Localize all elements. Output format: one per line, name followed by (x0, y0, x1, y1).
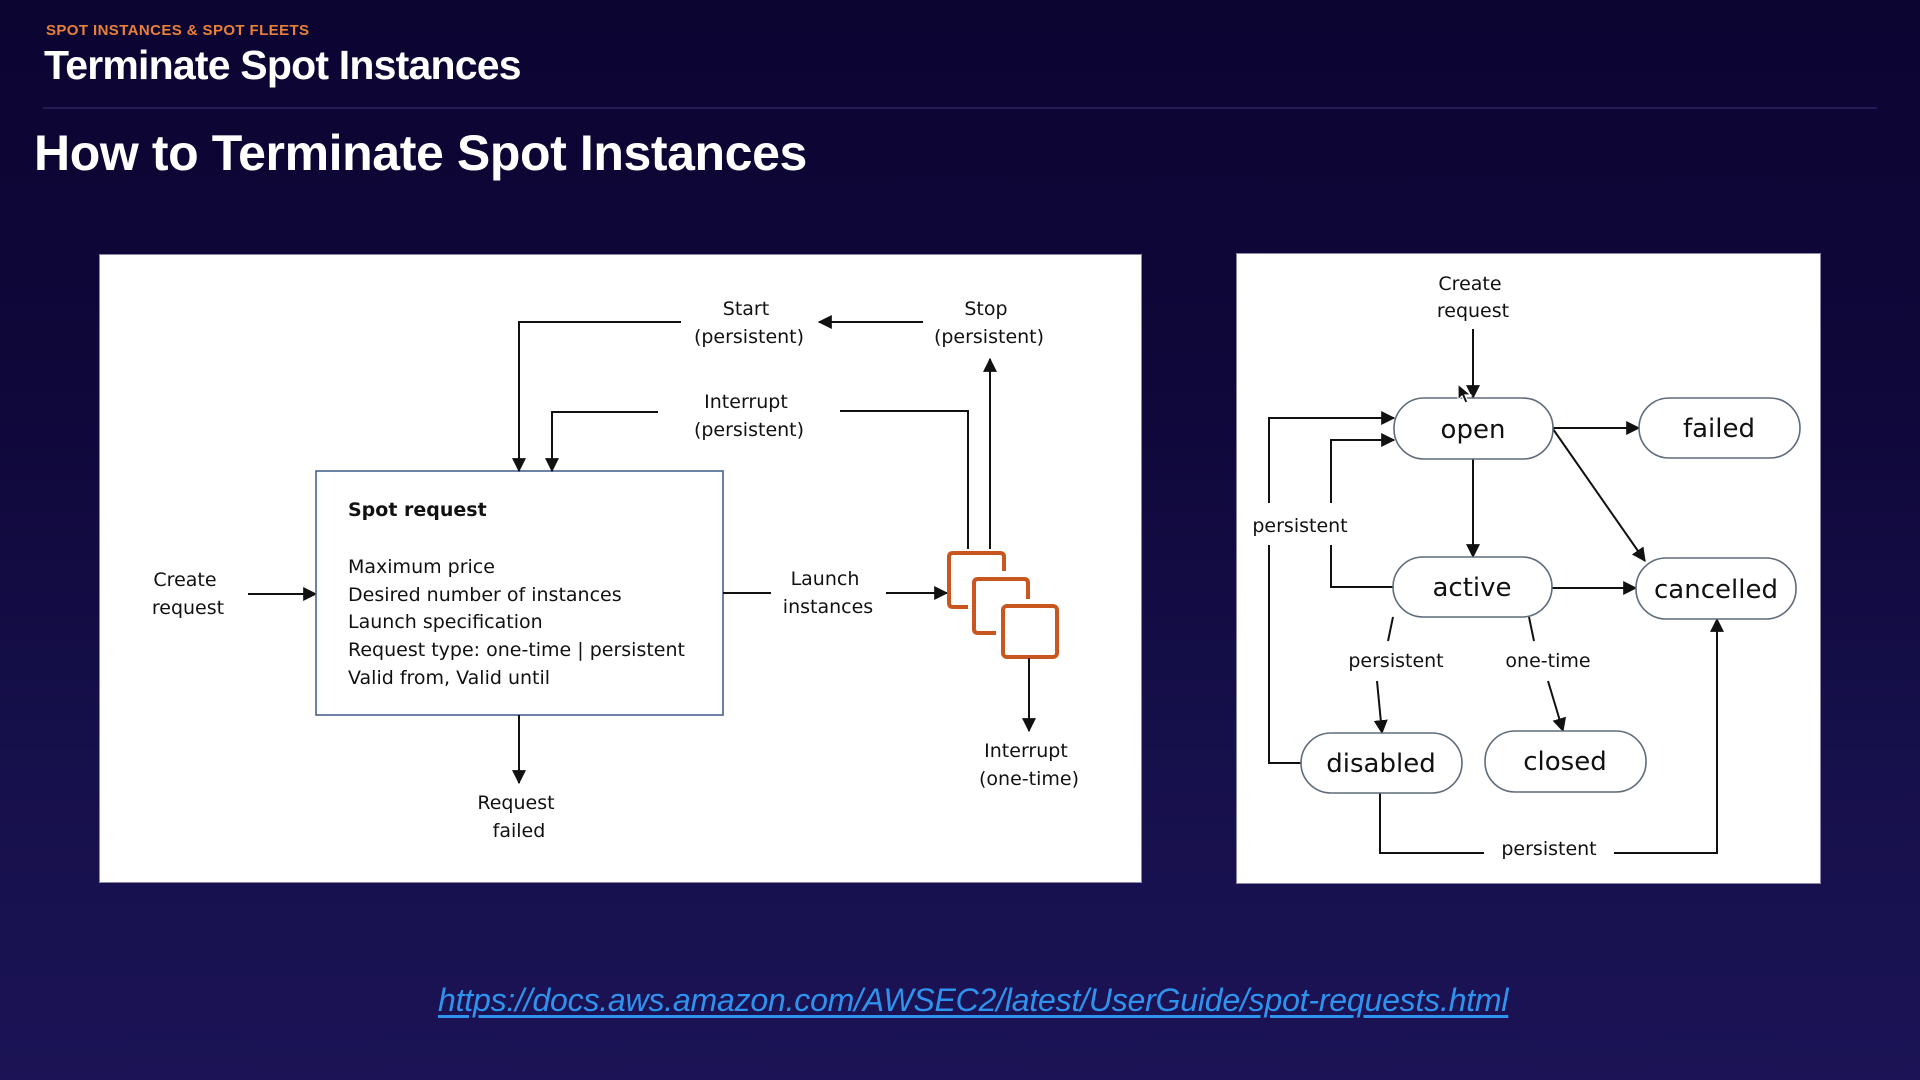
start-to-request-arrow (512, 321, 681, 473)
main-heading: How to Terminate Spot Instances (34, 125, 807, 181)
disabled-to-cancelled-label: persistent (1501, 838, 1596, 860)
slide-title: Terminate Spot Instances (44, 42, 522, 88)
active-loop-line-lower (1330, 545, 1393, 588)
interrupt-persistent-label: Interrupt (persistent) (694, 391, 804, 441)
lifecycle-diagram-canvas: Create request Spot request Maximum pric… (152, 298, 1079, 842)
state-diagram-canvas: Create request persistent persistent one… (1252, 273, 1801, 860)
disabled-to-cancelled-line (1379, 793, 1484, 854)
request-failed-label: Request failed (477, 792, 560, 842)
documentation-link[interactable]: https://docs.aws.amazon.com/AWSEC2/lates… (438, 982, 1509, 1018)
field-desired-instances: Desired number of instances (348, 584, 622, 606)
loop-persistent-label: persistent (1252, 515, 1347, 537)
active-to-open-arrow (1330, 433, 1396, 503)
active-to-disabled-line (1387, 616, 1394, 642)
spot-request-state-diagram: Create request persistent persistent one… (1236, 253, 1821, 884)
state-create-request-label: Create request (1437, 273, 1509, 322)
create-request-label: Create request (152, 569, 224, 619)
mouse-cursor-icon (1457, 383, 1473, 404)
instances-icon (947, 551, 1059, 659)
active-to-disabled-label: persistent (1348, 650, 1443, 672)
spot-request-lifecycle-diagram: Create request Spot request Maximum pric… (99, 254, 1142, 883)
state-closed-label: closed (1523, 747, 1606, 777)
field-maximum-price: Maximum price (348, 556, 495, 578)
disabled-loop-line-lower (1268, 545, 1301, 764)
active-to-disabled-arrow (1373, 680, 1388, 735)
state-active-label: active (1432, 573, 1511, 603)
spot-request-title: Spot request (348, 499, 487, 521)
field-valid-range: Valid from, Valid until (348, 667, 550, 689)
start-persistent-label: Start (persistent) (694, 298, 804, 348)
interrupt-to-request-arrow (545, 411, 658, 473)
header-divider (43, 107, 1877, 109)
state-disabled-label: disabled (1326, 749, 1435, 779)
active-to-closed-label: one-time (1505, 650, 1590, 672)
state-open: open (1393, 397, 1554, 460)
state-closed: closed (1484, 730, 1647, 793)
state-cancelled-label: cancelled (1654, 575, 1778, 605)
disabled-to-open-arrow (1268, 411, 1396, 503)
state-failed-label: failed (1683, 414, 1755, 444)
active-to-closed-arrow (1547, 680, 1567, 733)
state-cancelled: cancelled (1635, 557, 1797, 620)
active-to-closed-line (1528, 616, 1535, 642)
state-disabled: disabled (1300, 732, 1463, 794)
section-label: SPOT INSTANCES & SPOT FLEETS (46, 22, 310, 39)
open-to-cancelled-arrow (1552, 428, 1646, 562)
stop-persistent-label: Stop (persistent) (934, 298, 1044, 348)
interrupt-one-time-label: Interrupt (one-time) (979, 740, 1079, 790)
interrupt-persistent-line (840, 410, 969, 549)
launch-instances-label: Launch instances (783, 568, 873, 618)
state-open-label: open (1441, 415, 1506, 445)
field-launch-specification: Launch specification (348, 611, 543, 633)
disabled-to-cancelled-arrow (1614, 617, 1724, 854)
state-failed: failed (1638, 397, 1801, 459)
state-active: active (1392, 556, 1553, 618)
field-request-type: Request type: one-time | persistent (348, 639, 685, 661)
